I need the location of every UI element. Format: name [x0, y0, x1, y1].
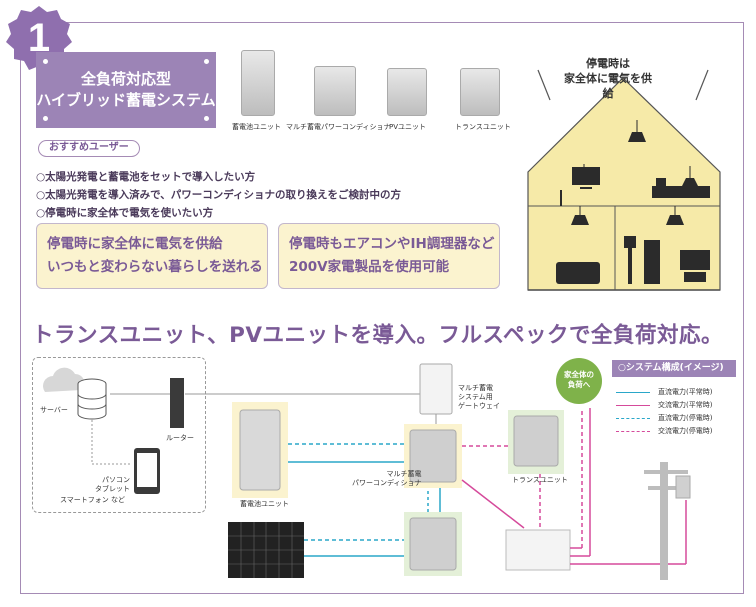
legend-line-ac-normal: [616, 405, 650, 406]
gateway-label-line: マルチ蓄電: [458, 384, 493, 392]
content-frame: [20, 22, 744, 594]
server-label: サーバー: [40, 406, 68, 414]
transformer-unit-image: [460, 68, 500, 116]
legend-line-dc-outage: [616, 418, 650, 419]
title-line2: ハイブリッド蓄電システム: [36, 91, 216, 109]
network-area: [32, 357, 206, 513]
legend-line-ac-outage: [616, 431, 650, 432]
house-load-line: 家全体の: [564, 370, 594, 379]
devices-label: パソコン タブレット: [94, 476, 130, 494]
pcs-label-line: パワーコンディショナ: [352, 479, 422, 487]
product-label-battery: 蓄電池ユニット: [232, 123, 281, 131]
recommend-item: ○太陽光発電を導入済みで、パワーコンディショナの取り換えをご検討中の方: [36, 189, 402, 201]
pcs-unit-image: [314, 66, 356, 116]
feature-box-200v: 停電時もエアコンやIH調理器など 200V家電製品を使用可能: [278, 223, 500, 289]
recommend-item: ○停電時に家全体で電気を使いたい方: [36, 207, 214, 219]
router-label: ルーター: [166, 434, 194, 442]
gateway-label: マルチ蓄電 システム用 ゲートウェイ: [458, 384, 500, 411]
pv-unit-image: [387, 68, 427, 116]
headline: トランスユニット、PVユニットを導入。フルスペックで全負荷対応。: [32, 323, 724, 348]
house-caption: 停電時は 家全体に電気を供給: [560, 56, 656, 101]
devices-label-line: パソコン: [102, 476, 130, 484]
feature-box-whole-house: 停電時に家全体に電気を供給 いつもと変わらない暮らしを送れる: [36, 223, 268, 289]
recommend-label: おすすめユーザー: [38, 140, 140, 157]
house-caption-line: 停電時は: [586, 57, 630, 70]
legend-title: ○システム構成(イメージ): [612, 360, 736, 377]
product-label-pv: PVユニット: [389, 123, 427, 131]
devices-label-line: タブレット: [95, 485, 130, 493]
transformer-label: トランスユニット: [512, 476, 568, 484]
feature-line: いつもと変わらない暮らしを送れる: [47, 259, 263, 275]
badge-number: 1: [27, 15, 51, 60]
house-load-line: 負荷へ: [567, 380, 591, 389]
product-label-pcs: マルチ蓄電パワーコンディショナ: [286, 123, 391, 131]
legend-line-dc-normal: [616, 392, 650, 393]
pcs-label-line: マルチ蓄電: [386, 470, 422, 478]
house-illustration: [527, 69, 721, 291]
feature-line: 停電時もエアコンやIH調理器など: [289, 236, 495, 252]
house-load-circle: 家全体の 負荷へ: [556, 358, 602, 404]
legend-item: 交流電力(停電時): [658, 427, 713, 435]
gateway-label-line: ゲートウェイ: [458, 402, 500, 410]
battery-unit-image: [241, 50, 275, 116]
title-line1: 全負荷対応型: [80, 70, 171, 88]
product-title-box: 全負荷対応型 ハイブリッド蓄電システム: [36, 52, 216, 128]
battery-label: 蓄電池ユニット: [240, 500, 289, 508]
house-caption-line: 家全体に電気を供給: [564, 72, 652, 100]
recommend-item: ○太陽光発電と蓄電池をセットで導入したい方: [36, 171, 256, 183]
legend-item: 直流電力(平常時): [658, 388, 713, 396]
recommend-list: ○太陽光発電と蓄電池をセットで導入したい方 ○太陽光発電を導入済みで、パワーコン…: [36, 168, 401, 222]
legend-item: 直流電力(停電時): [658, 414, 713, 422]
feature-line: 200V家電製品を使用可能: [289, 259, 450, 275]
feature-line: 停電時に家全体に電気を供給: [47, 236, 223, 252]
pcs-label: マルチ蓄電 パワーコンディショナ: [352, 470, 422, 488]
devices-label-line: スマートフォン など: [60, 496, 126, 504]
gateway-label-line: システム用: [458, 393, 493, 401]
legend-item: 交流電力(平常時): [658, 401, 713, 409]
product-label-transformer: トランスユニット: [455, 123, 511, 131]
